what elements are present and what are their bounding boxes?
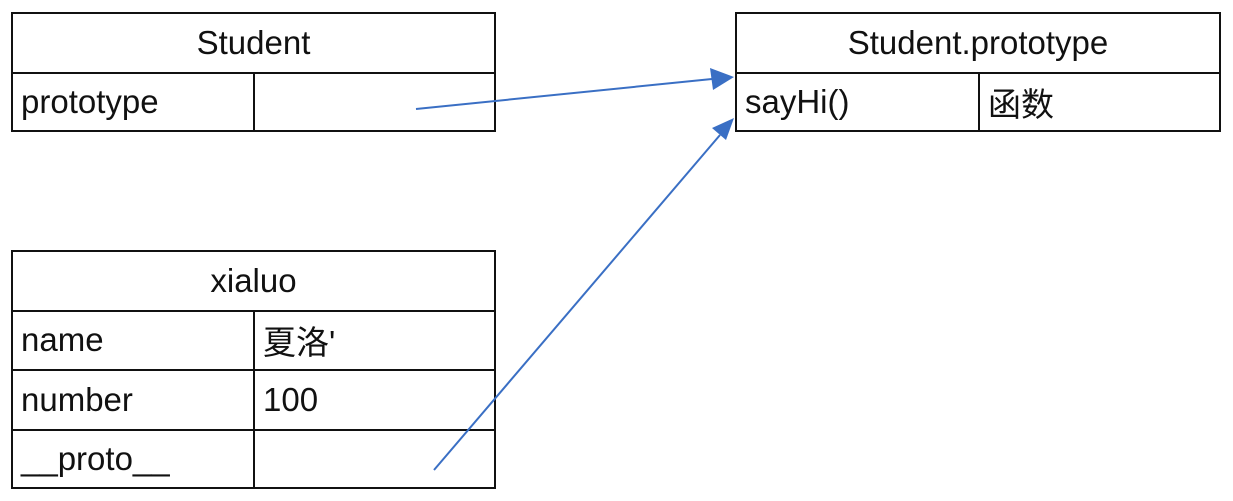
student-box: Student prototype [11,12,496,132]
row-key: name [21,320,104,358]
row-value: 函数 [978,74,1219,130]
row-value [253,74,494,130]
arrow-student-prototype [415,68,734,110]
xialuo-row-proto: __proto__ [13,431,494,487]
row-key: number [21,381,133,418]
xialuo-row-number: number 100 [13,371,494,431]
student-row-prototype: prototype [13,74,494,130]
row-key: sayHi() [745,83,850,120]
student-prototype-row-sayhi: sayHi() 函数 [737,74,1219,130]
row-key: prototype [21,83,159,120]
student-title: Student [13,14,494,74]
student-prototype-box: Student.prototype sayHi() 函数 [735,12,1221,132]
arrow-xialuo-proto [433,118,734,471]
row-value: 夏洛' [253,310,494,369]
student-prototype-title: Student.prototype [737,14,1219,74]
xialuo-row-name: name 夏洛' [13,310,494,371]
row-key: __proto__ [21,440,170,477]
row-value: 100 [253,371,494,429]
xialuo-box: xialuo name 夏洛' number 100 __proto__ [11,250,496,489]
row-value [253,431,494,487]
